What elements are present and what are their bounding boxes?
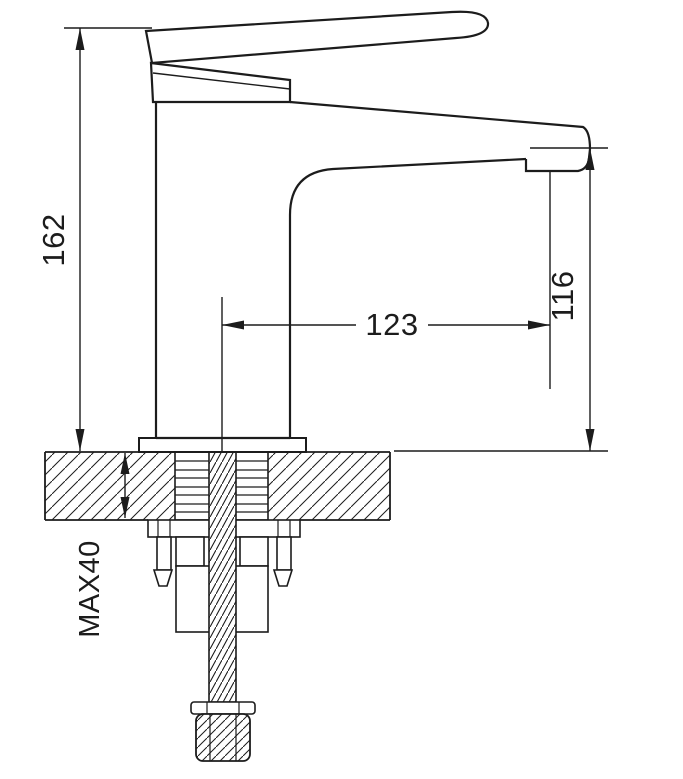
dim-label-outlet-height: 116 <box>545 271 580 322</box>
countertop <box>44 451 391 521</box>
left-bolt-tip <box>152 569 174 587</box>
dimension-spout-reach <box>221 170 551 451</box>
dimMax40-arrow-up <box>120 453 130 474</box>
handle-cap <box>149 61 292 104</box>
bracket-bolt-holes <box>157 520 291 537</box>
nut-facet-lines <box>209 714 237 761</box>
spout-aerator <box>524 148 592 173</box>
left-hose-nipple <box>175 536 205 567</box>
spout-underside <box>288 157 527 216</box>
handle-cap-seam <box>152 72 291 90</box>
dim116-arrow-down <box>585 429 595 451</box>
dim-label-overall-height: 162 <box>36 213 71 266</box>
dimension-outlet-height <box>394 147 608 452</box>
countertop-hatch-left <box>45 452 175 520</box>
faucet-outline <box>144 10 592 440</box>
right-bolt-tip <box>272 569 294 587</box>
dim162-arrow-down <box>75 429 85 451</box>
dim116-arrow-up <box>585 148 595 170</box>
countertop-hatch-right <box>268 452 390 520</box>
faucet-handle-lever <box>144 10 490 65</box>
dim-label-spout-reach: 123 <box>365 307 418 342</box>
lock-nut <box>195 713 251 762</box>
right-mounting-bolt <box>276 536 292 571</box>
left-mounting-bolt <box>156 536 172 571</box>
dimension-max-thickness <box>120 453 130 518</box>
dim123-arrow-right <box>528 320 550 330</box>
dim123-arrow-left <box>222 320 244 330</box>
dim162-arrow-up <box>75 28 85 50</box>
threaded-rod <box>208 452 237 703</box>
right-hose-nipple <box>239 536 269 567</box>
dimension-overall-height <box>64 27 152 451</box>
dim-label-max-thickness: MAX40 <box>74 540 106 638</box>
lock-washer <box>190 701 256 715</box>
dimMax40-arrow-down <box>120 497 130 518</box>
spout-top-edge <box>289 100 592 150</box>
